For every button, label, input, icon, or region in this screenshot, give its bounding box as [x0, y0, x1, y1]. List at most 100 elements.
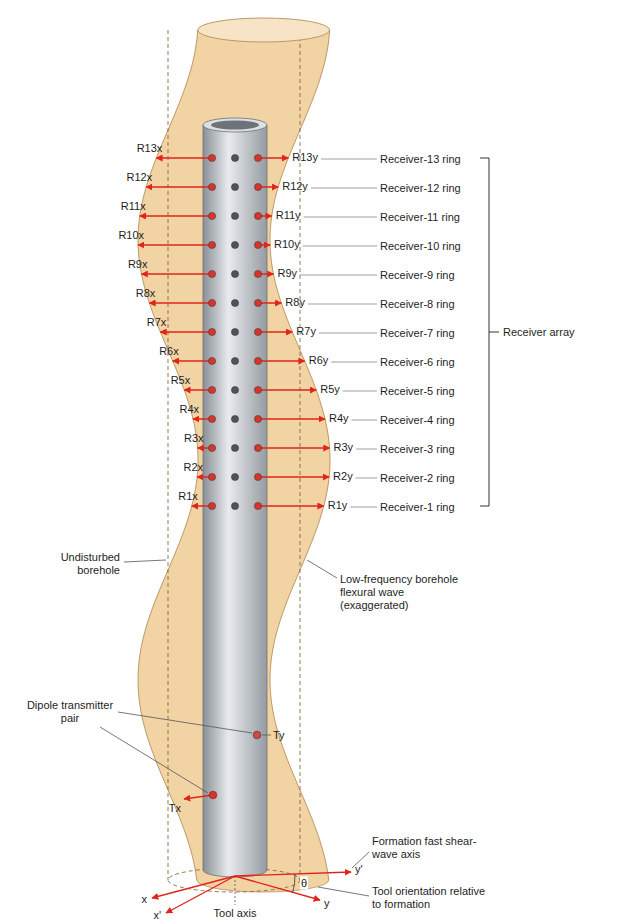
receiver-y-label: R7y [296, 325, 316, 338]
transmitter-label: Tx [169, 802, 181, 815]
theta-arc [293, 874, 295, 893]
ring-label: Receiver-4 ring [380, 414, 455, 427]
flexural-wave [138, 30, 330, 880]
callout-label: Formation fast shear-wave axis [372, 835, 490, 861]
receiver-dot [254, 386, 261, 393]
angle-label: θ [300, 877, 308, 890]
receiver-dot [208, 299, 215, 306]
y-receiver-arrow [258, 418, 325, 420]
y-receiver-arrow [258, 476, 329, 478]
ring-label: Receiver-7 ring [380, 327, 455, 340]
x-receiver-arrow [173, 360, 212, 362]
borehole-top [198, 18, 330, 42]
sonic-tool [203, 125, 267, 870]
receiver-x-label: R9x [128, 258, 148, 271]
y-receiver-arrow [258, 331, 292, 333]
receiver-dot [231, 502, 238, 509]
receiver-y-label: R13y [292, 151, 318, 164]
receiver-dot [254, 502, 261, 509]
receiver-x-label: R12x [127, 171, 153, 184]
leader-line [118, 712, 252, 733]
ring-label: Receiver-12 ring [380, 182, 461, 195]
leader-line [262, 735, 271, 736]
y-prime-axis [235, 872, 351, 876]
callout-label: Undisturbed borehole [48, 551, 120, 577]
leader-line [300, 275, 377, 276]
receiver-dot [231, 154, 238, 161]
callout-label: Low-frequency borehole flexural wave (ex… [340, 573, 460, 612]
transmitter-label: Ty [273, 729, 285, 742]
leader-line [308, 304, 377, 305]
receiver-dot [254, 473, 261, 480]
receiver-x-label: R10x [118, 229, 144, 242]
tool-top [203, 118, 267, 132]
x-receiver-arrow [156, 157, 212, 159]
receiver-dot [208, 328, 215, 335]
leader-line [331, 362, 377, 363]
leader-line [304, 217, 377, 218]
receiver-y-label: R10y [274, 238, 300, 251]
ring-label: Receiver-2 ring [380, 472, 455, 485]
receiver-y-label: R8y [285, 296, 305, 309]
transmitter-x [209, 791, 217, 799]
tool-edge [267, 125, 268, 870]
receiver-x-label: R8x [136, 287, 156, 300]
x-receiver-arrow [141, 273, 212, 275]
leader-line [352, 420, 377, 421]
receiver-dot [231, 212, 238, 219]
receiver-dot [208, 444, 215, 451]
x-receiver-arrow [160, 331, 212, 333]
receiver-y-label: R9y [277, 267, 297, 280]
x-receiver-arrow [184, 389, 212, 391]
callout-label: Tool orientation relative to formation [372, 885, 490, 911]
leader-line [100, 727, 208, 793]
receiver-y-label: R6y [309, 354, 329, 367]
receiver-x-label: R13x [137, 142, 163, 155]
ring-label: Receiver-11 ring [380, 211, 460, 224]
tool-bore [211, 121, 259, 130]
receiver-dot [208, 415, 215, 422]
y-receiver-arrow [258, 505, 324, 507]
receiver-dot [208, 154, 215, 161]
receiver-dot [231, 183, 238, 190]
tool-axis-line [235, 876, 236, 905]
leader-line [356, 478, 377, 479]
callout-label: Tool axis [214, 907, 257, 920]
receiver-dot [231, 357, 238, 364]
receiver-dot [231, 299, 238, 306]
axis-label: x [142, 893, 148, 906]
ring-label: Receiver-9 ring [380, 269, 455, 282]
y-axis [235, 876, 320, 900]
y-receiver-arrow [258, 389, 316, 391]
receiver-x-label: R2x [184, 461, 204, 474]
receiver-dot [208, 270, 215, 277]
receiver-dot [254, 415, 261, 422]
leader-line [356, 449, 377, 450]
array-label: Receiver array [503, 326, 575, 339]
receiver-dot [231, 473, 238, 480]
receiver-dot [254, 241, 261, 248]
receiver-dot [254, 444, 261, 451]
receiver-x-label: R7x [147, 316, 167, 329]
receiver-dot [208, 212, 215, 219]
leader-line [311, 188, 377, 189]
receiver-dot [254, 357, 261, 364]
receiver-y-label: R3y [334, 441, 354, 454]
receiver-dot [231, 241, 238, 248]
ring-label: Receiver-1 ring [380, 501, 455, 514]
receiver-dot [254, 154, 261, 161]
callout-label: Dipole transmitter pair [24, 699, 116, 725]
ring-label: Receiver-5 ring [380, 385, 455, 398]
receiver-dot [254, 328, 261, 335]
receiver-dot [208, 183, 215, 190]
receiver-x-label: R11x [121, 200, 146, 213]
receiver-dot [208, 502, 215, 509]
leader-line [343, 391, 377, 392]
receiver-dot [208, 473, 215, 480]
receiver-dot [231, 444, 238, 451]
transmitter-arrow [184, 795, 213, 799]
transmitter-y [253, 731, 261, 739]
receiver-y-label: R4y [329, 412, 349, 425]
receiver-x-label: R1x [178, 490, 198, 503]
